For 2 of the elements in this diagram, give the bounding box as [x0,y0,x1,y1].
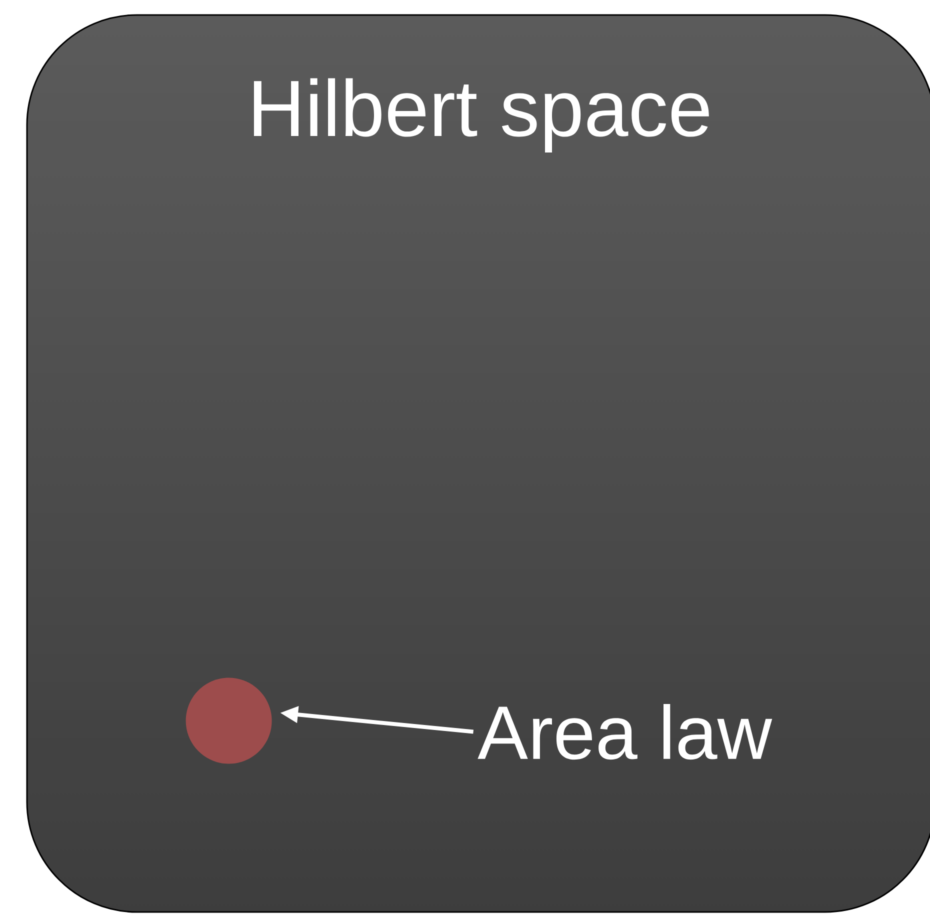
dot [186,678,272,764]
label-text: Area law [478,704,772,760]
